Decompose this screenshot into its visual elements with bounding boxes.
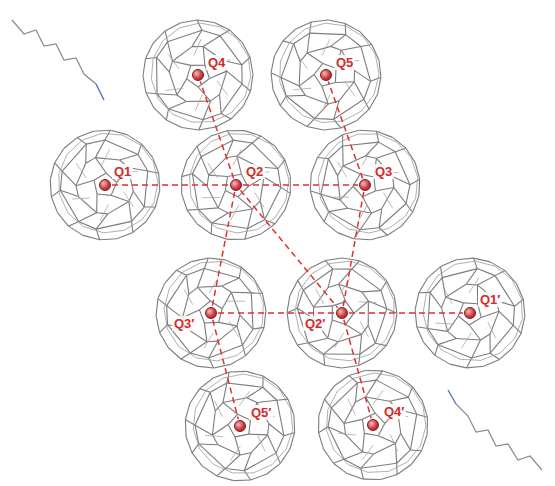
fullerene-cage [185, 371, 294, 480]
centroid-label: Q2′ [303, 316, 327, 331]
alkyl-chain [448, 390, 456, 404]
centroid-marker: Q5′ [234, 420, 246, 432]
centroid-label: Q3′ [172, 316, 196, 331]
centroid-label: Q1 [112, 164, 133, 179]
centroid-marker: Q2 [230, 179, 242, 191]
centroid-label: Q2 [244, 164, 265, 179]
centroid-distance-line [243, 184, 358, 186]
centroid-distance-line [240, 190, 337, 307]
centroid-label: Q3 [373, 164, 394, 179]
centroid-label: Q5 [334, 55, 355, 70]
centroid-distance-line [213, 320, 239, 419]
centroid-distance-line [344, 320, 371, 419]
centroid-distance-line [349, 312, 463, 314]
centroid-distance-line [343, 192, 364, 306]
centroid-distance-line [112, 184, 229, 186]
centroid-marker: Q4′ [367, 419, 379, 431]
centroid-distance-line [200, 82, 233, 179]
alkyl-chain [456, 404, 542, 470]
centroid-label: Q4 [206, 55, 227, 70]
centroid-distance-line [328, 82, 362, 179]
fullerene-cage [271, 20, 381, 130]
centroid-marker: Q5 [320, 69, 332, 81]
centroid-marker: Q4 [192, 69, 204, 81]
centroid-label: Q4′ [382, 404, 406, 419]
centroid-distance-line [218, 312, 335, 314]
centroid-marker: Q3′ [205, 307, 217, 319]
centroid-distance-line [212, 192, 234, 306]
centroid-marker: Q1′ [464, 307, 476, 319]
alkyl-chain [12, 20, 96, 84]
centroid-label: Q1′ [478, 292, 502, 307]
fullerene-cage [143, 20, 253, 130]
centroid-marker: Q3 [359, 179, 371, 191]
centroid-marker: Q2′ [336, 307, 348, 319]
fullerene-cage [319, 371, 428, 480]
alkyl-chain [96, 84, 104, 100]
centroid-marker: Q1 [99, 179, 111, 191]
centroid-label: Q5′ [249, 405, 273, 420]
